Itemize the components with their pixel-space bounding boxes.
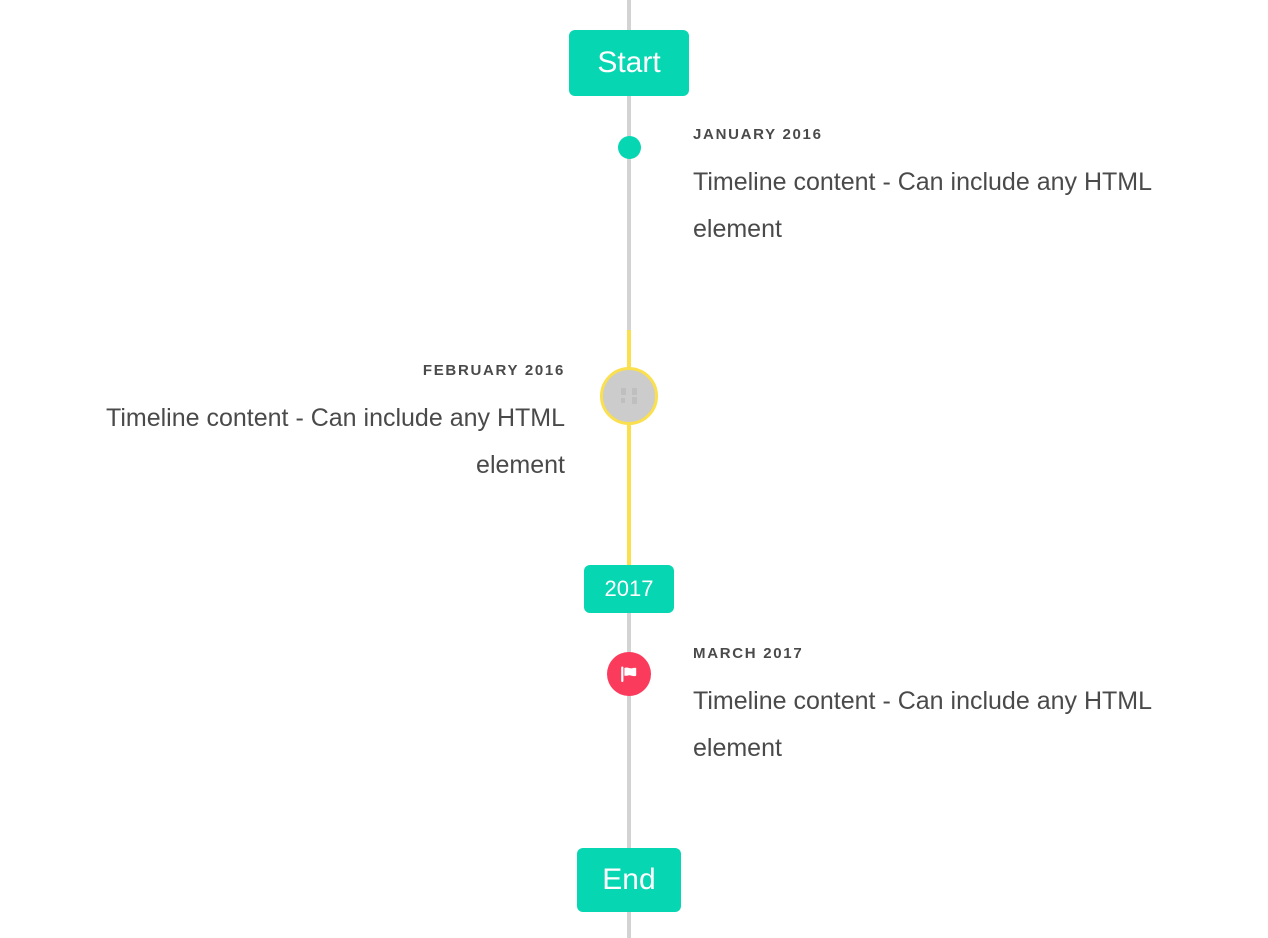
timeline-event-body: January 2016 Timeline content - Can incl… — [693, 126, 1218, 254]
timeline-event-date: February 2016 — [422, 362, 565, 379]
timeline-event-date: March 2017 — [693, 645, 804, 662]
timeline-spine-highlight — [627, 330, 631, 565]
flag-icon[interactable] — [607, 652, 651, 696]
timeline-end-badge[interactable]: End — [577, 848, 681, 912]
timeline-event-body: February 2016 Timeline content - Can inc… — [40, 362, 565, 490]
timeline-start-badge[interactable]: Start — [569, 30, 689, 96]
timeline-event-content: Timeline content - Can include any HTML … — [106, 403, 565, 480]
tofu-glyph-icon — [621, 388, 637, 404]
missing-glyph-icon[interactable] — [600, 367, 658, 425]
dot-icon[interactable] — [618, 136, 641, 159]
timeline-year-badge[interactable]: 2017 — [584, 565, 674, 613]
timeline-event-content: Timeline content - Can include any HTML … — [693, 167, 1152, 244]
timeline-event-content: Timeline content - Can include any HTML … — [693, 686, 1152, 763]
timeline-event-body: March 2017 Timeline content - Can includ… — [693, 645, 1218, 773]
timeline-event-date: January 2016 — [693, 126, 823, 143]
